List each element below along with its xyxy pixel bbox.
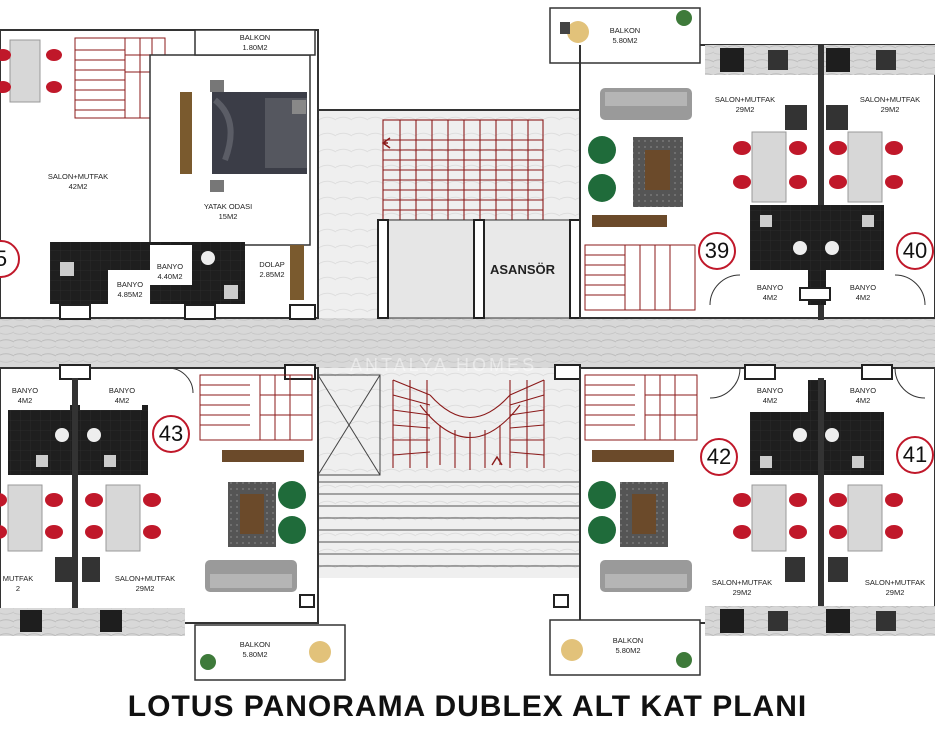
core-walls bbox=[317, 45, 581, 590]
plan-title: LOTUS PANORAMA DUBLEX ALT KAT PLANI bbox=[127, 690, 808, 723]
watermark: ANTALYA HOMES bbox=[350, 355, 538, 375]
unit-number-43: 43 bbox=[152, 415, 190, 453]
dining-43 bbox=[0, 484, 161, 552]
dining-39-40 bbox=[733, 131, 903, 203]
unit-39-40-top-right bbox=[549, 7, 935, 320]
bed-45 bbox=[180, 80, 307, 192]
unit-45-top-left bbox=[0, 29, 319, 320]
elevator-shaft bbox=[377, 219, 581, 319]
unit-number-39: 39 bbox=[698, 232, 736, 270]
unit-43-bottom-left bbox=[0, 364, 346, 681]
dining-42-41 bbox=[733, 484, 903, 552]
stair-core-lower bbox=[318, 368, 580, 578]
dining-45 bbox=[0, 39, 62, 103]
unit-number-42: 42 bbox=[700, 438, 738, 476]
stair-42 bbox=[584, 374, 698, 441]
unit-42-41-bottom-right bbox=[549, 364, 935, 676]
bathrooms-45 bbox=[50, 242, 304, 304]
unit-number-40: 40 bbox=[896, 232, 934, 270]
lower-central-stair bbox=[392, 379, 545, 470]
stair-39 bbox=[584, 244, 696, 311]
unit-number-41: 41 bbox=[896, 436, 934, 474]
elevator-label: ASANSÖR bbox=[490, 262, 556, 277]
main-corridor bbox=[0, 318, 935, 368]
balcony-45 bbox=[194, 29, 316, 56]
lower-entry-stair bbox=[318, 481, 580, 567]
stair-43 bbox=[199, 374, 313, 441]
